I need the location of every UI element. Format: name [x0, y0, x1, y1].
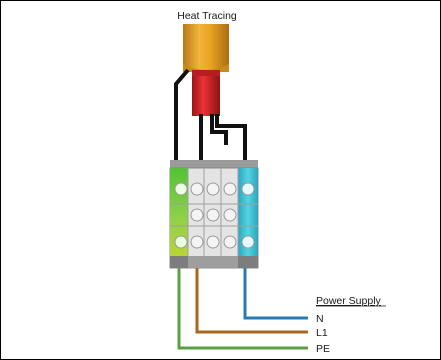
power-supply-heading: Power Supply	[316, 295, 382, 307]
supply-wires	[177, 268, 308, 350]
label-n: N	[316, 313, 324, 325]
terminal-screws	[174, 182, 255, 249]
cable-inner-sheath	[192, 70, 220, 116]
core-wire-3	[215, 114, 247, 172]
earth-braid-wire	[174, 68, 190, 172]
core-wire-2	[210, 114, 228, 145]
heat-tracing-cable	[183, 24, 229, 116]
wire-l1	[195, 268, 308, 334]
terminal-block	[169, 160, 259, 269]
cable-outer-sheath	[183, 24, 229, 72]
title-label: Heat Tracing	[177, 10, 237, 22]
label-l1: L1	[316, 327, 328, 339]
label-pe: PE	[316, 343, 330, 355]
wire-n	[243, 268, 308, 320]
wire-pe	[177, 268, 308, 350]
